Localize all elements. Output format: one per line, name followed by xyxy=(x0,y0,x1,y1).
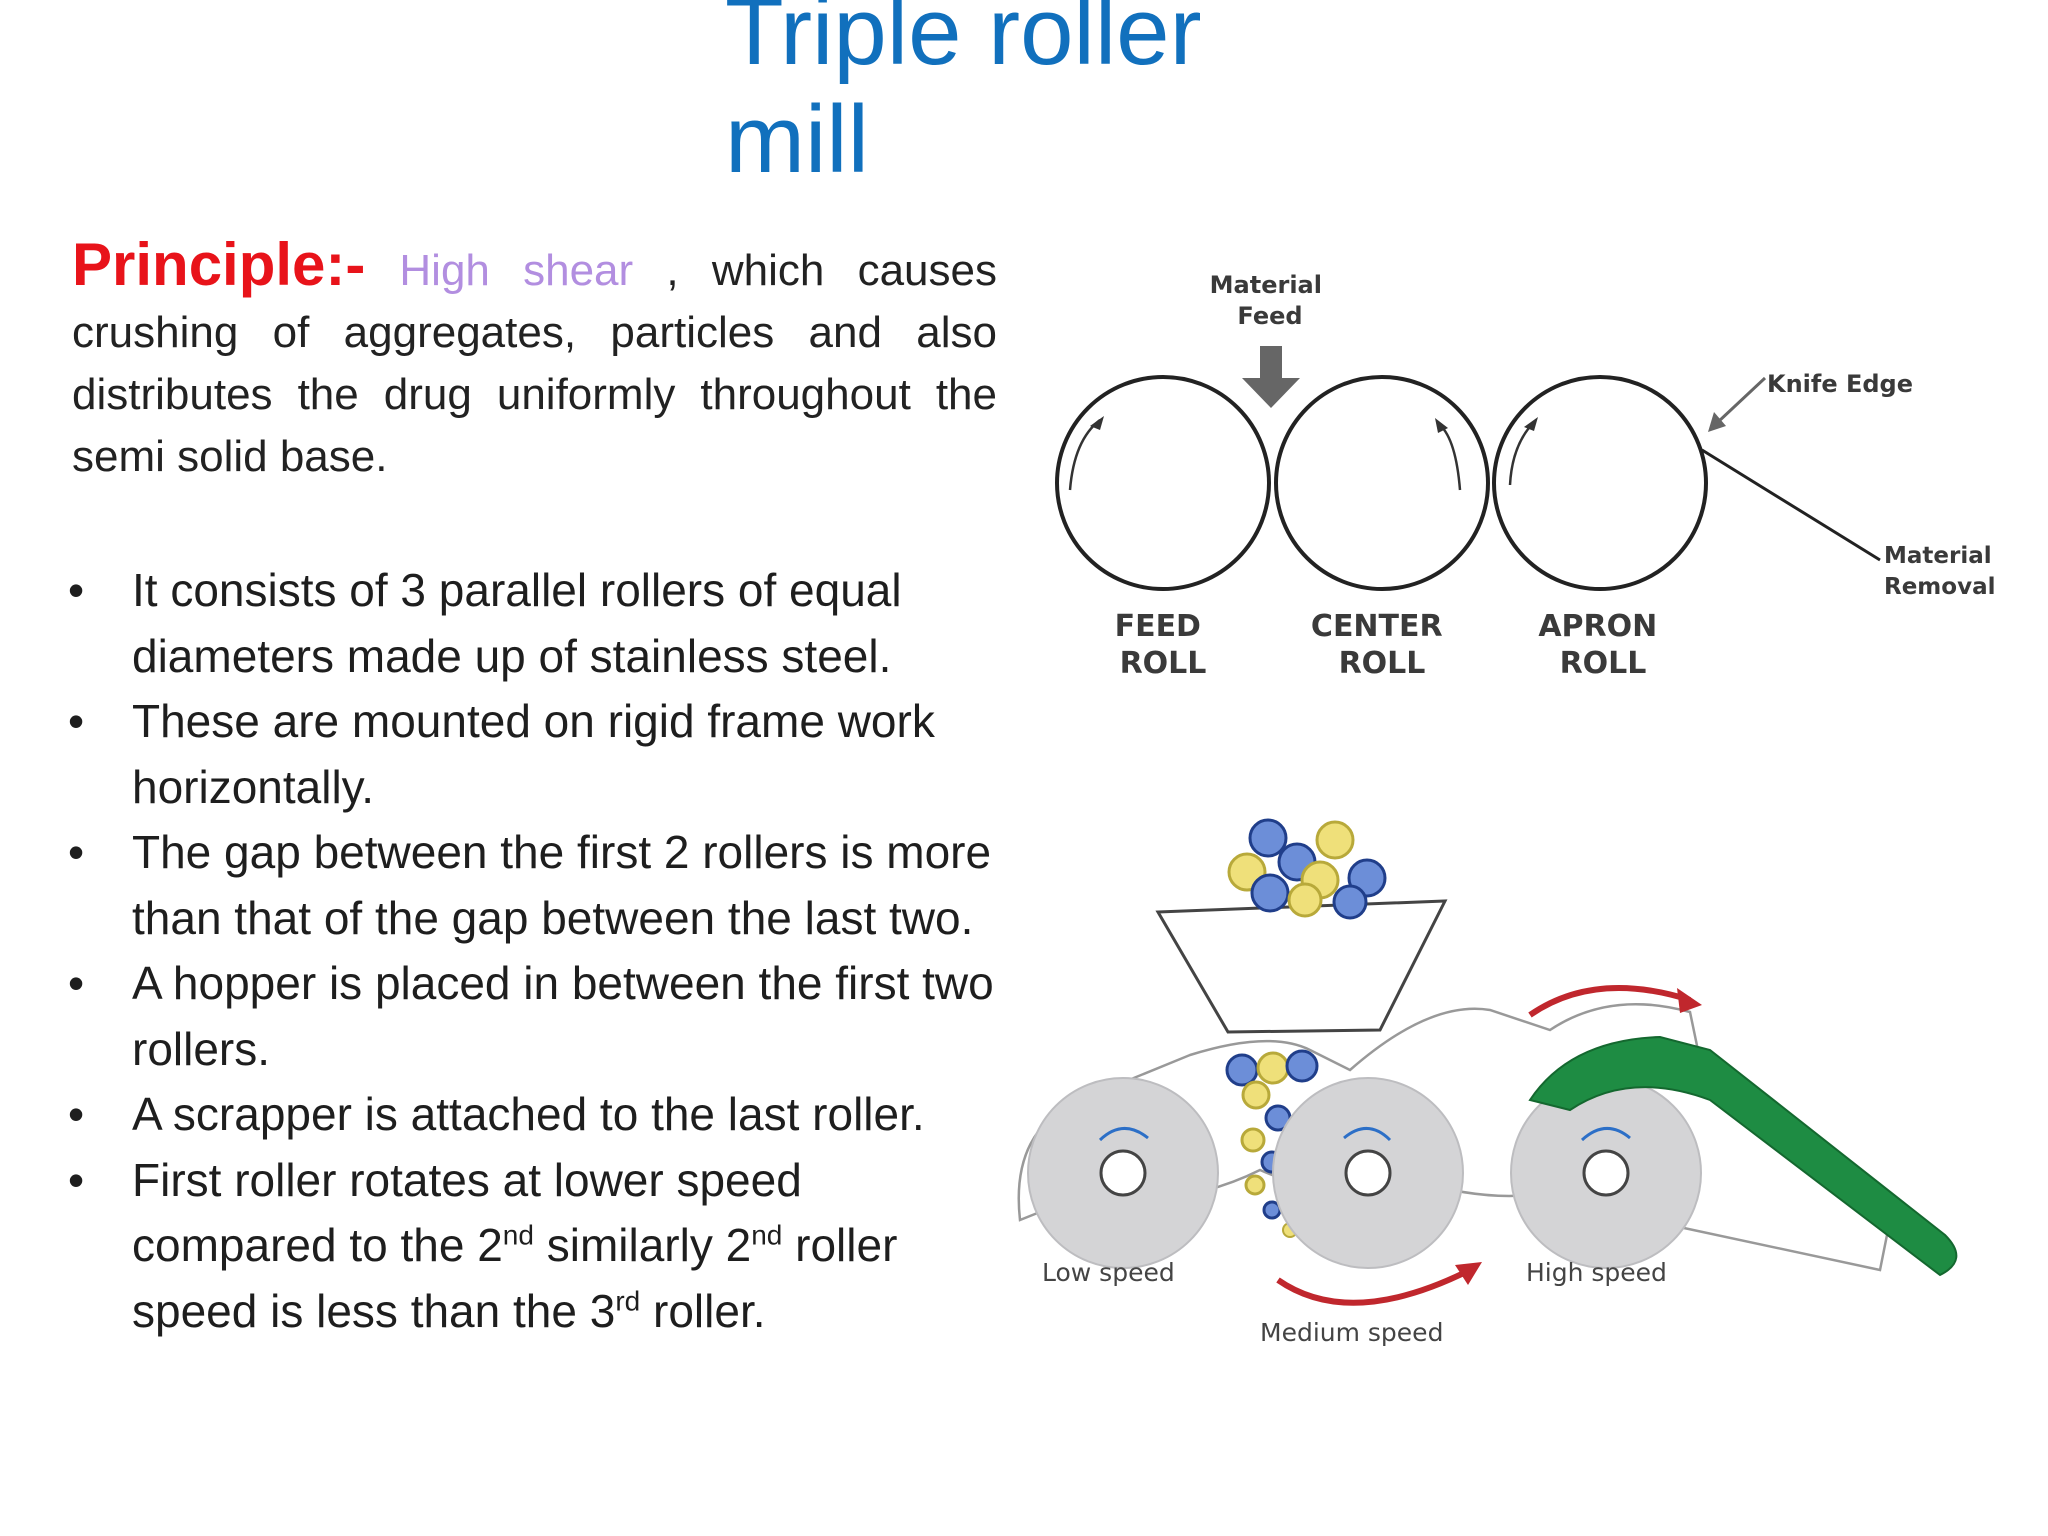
bullet-dot: • xyxy=(68,695,85,747)
ordinal-suffix: nd xyxy=(502,1219,534,1251)
high-speed-arrow xyxy=(1528,985,1691,1018)
feed-roll-label-line: FEED xyxy=(1115,609,1201,644)
center-roll-circle xyxy=(1274,375,1490,591)
principle-paragraph: Principle:- High shear , which causes cru… xyxy=(72,234,997,488)
knife-edge-pointer xyxy=(1716,376,1767,424)
bullet-text: A scrapper is attached to the last rolle… xyxy=(132,1088,925,1140)
roller-mill-illustration: Low speed Medium speed High speed xyxy=(1017,818,1958,1347)
bullet-item: • A hopper is placed in between the first… xyxy=(64,951,1004,1082)
medium-speed-arrow xyxy=(1276,1267,1472,1306)
apron-roll-label-line: ROLL xyxy=(1560,646,1647,681)
principle-keyword: High shear xyxy=(399,246,634,295)
high-speed-label: High speed xyxy=(1526,1258,1667,1287)
bullet-dot: • xyxy=(68,1153,85,1206)
bullet-list: • It consists of 3 parallel rollers of eq… xyxy=(64,558,1004,1344)
bullet-text: These are mounted on rigid frame work ho… xyxy=(132,695,935,813)
roller-rotation-arrow xyxy=(1580,1127,1631,1142)
material-removal-label-line: Material xyxy=(1884,543,1992,569)
feed-roll-label-line: ROLL xyxy=(1120,646,1207,681)
bullet-item: • These are mounted on rigid frame work h… xyxy=(64,689,1004,820)
bullet-item: • A scrapper is attached to the last roll… xyxy=(64,1082,1004,1148)
apron-rotation-arrowhead xyxy=(1524,417,1538,431)
bullet-text-part: roller. xyxy=(640,1284,766,1337)
roller-rotation-arrow xyxy=(1098,1127,1149,1142)
particle xyxy=(1250,873,1290,913)
particle xyxy=(1241,1080,1271,1110)
center-roll-label-line: ROLL xyxy=(1339,646,1426,681)
bullet-dot: • xyxy=(68,957,85,1009)
high-speed-roller-hub xyxy=(1582,1149,1630,1197)
particle xyxy=(1248,818,1288,858)
bullet-text-part: roller speed is less than the 3 xyxy=(132,1219,898,1337)
bullet-dot: • xyxy=(68,1088,85,1140)
apron-roll-label: APRON ROLL xyxy=(1538,609,1667,681)
particle xyxy=(1256,1051,1290,1085)
knife-edge-blade xyxy=(1701,448,1881,562)
material-feed-label-line: Material xyxy=(1210,271,1322,299)
center-rotation-arrow xyxy=(1439,424,1462,491)
bullet-text-part: First roller rotates at lower speed comp… xyxy=(132,1153,802,1272)
title-line-2: mill xyxy=(725,86,869,193)
bullet-dot: • xyxy=(68,564,85,616)
material-removal-label: Material Removal xyxy=(1884,543,2000,600)
material-removal-label-line: Removal xyxy=(1884,574,1995,600)
ordinal-suffix: rd xyxy=(615,1285,641,1317)
principle-text: , which causes crushing of aggregates, p… xyxy=(72,246,998,481)
feed-rotation-arrowhead xyxy=(1090,416,1104,430)
bullet-item: • It consists of 3 parallel rollers of eq… xyxy=(64,558,1004,689)
ordinal-suffix: nd xyxy=(751,1219,783,1251)
bullet-item: • First roller rotates at lower speed com… xyxy=(64,1148,1004,1345)
bullet-text-part: similarly 2 xyxy=(533,1219,752,1271)
bullet-dot: • xyxy=(68,826,85,878)
bullet-item: • The gap between the first 2 rollers is … xyxy=(64,820,1004,951)
bullet-text: A hopper is placed in between the first … xyxy=(132,957,994,1075)
roller-rotation-arrow xyxy=(1343,1127,1392,1142)
center-roll-label: CENTER ROLL xyxy=(1311,609,1453,681)
knife-edge-arrowhead xyxy=(1708,412,1726,432)
feed-roll-circle xyxy=(1055,375,1271,591)
slide-title: Triple roller mill xyxy=(725,0,1202,194)
particle xyxy=(1285,1049,1319,1083)
center-roll-label-line: CENTER xyxy=(1311,609,1443,644)
roller-schematic-diagram: Material Feed Knife Edge Material Remova… xyxy=(1055,271,2000,681)
hopper xyxy=(1155,899,1448,1034)
feed-roll-label: FEED ROLL xyxy=(1115,609,1212,681)
high-speed-arrowhead xyxy=(1677,988,1702,1013)
principle-label: Principle:- xyxy=(72,231,366,298)
material-feed-label: Material Feed xyxy=(1210,271,1331,330)
medium-speed-arrowhead xyxy=(1455,1262,1482,1285)
apron-rotation-arrow xyxy=(1508,421,1535,486)
bullet-text: The gap between the first 2 rollers is m… xyxy=(132,826,992,944)
green-output-band xyxy=(1528,1035,1958,1277)
material-feed-label-line: Feed xyxy=(1237,302,1302,330)
center-rotation-arrowhead xyxy=(1435,418,1448,433)
apron-roll-label-line: APRON xyxy=(1538,609,1657,644)
low-speed-label: Low speed xyxy=(1042,1258,1175,1287)
title-line-1: Triple roller xyxy=(725,0,1202,85)
particle xyxy=(1315,820,1355,860)
medium-speed-label: Medium speed xyxy=(1260,1318,1443,1347)
apron-roll-circle xyxy=(1492,375,1708,591)
particle xyxy=(1244,1174,1266,1196)
material-feed-arrow xyxy=(1242,346,1300,408)
knife-edge-label: Knife Edge xyxy=(1767,370,1913,398)
low-speed-roller-hub xyxy=(1099,1149,1147,1197)
medium-speed-roller-hub xyxy=(1344,1149,1392,1197)
bullet-text: It consists of 3 parallel rollers of equ… xyxy=(132,564,902,682)
feed-rotation-arrow xyxy=(1068,419,1101,491)
particle xyxy=(1332,884,1368,920)
particle xyxy=(1240,1127,1266,1153)
particle xyxy=(1287,882,1323,918)
particle xyxy=(1225,1053,1259,1087)
